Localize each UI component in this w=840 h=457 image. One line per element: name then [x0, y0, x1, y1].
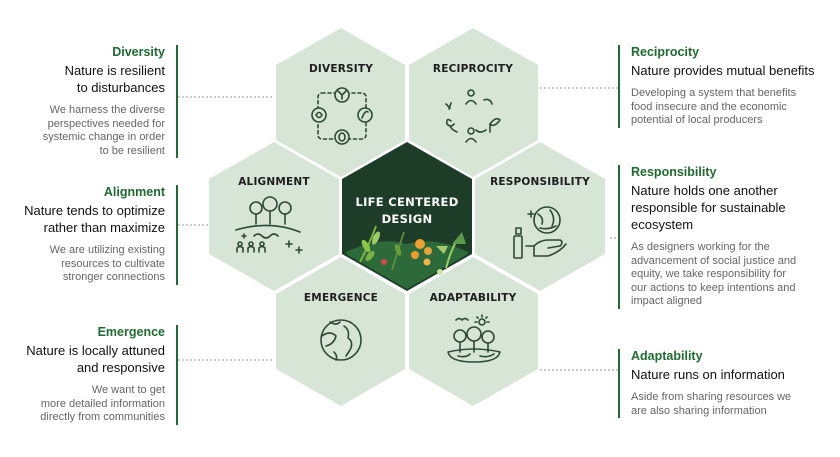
hex-label-emergence: EMERGENCE — [304, 292, 378, 304]
hexagon-adaptability — [409, 257, 538, 406]
principle-statement: Nature holds one another responsible for… — [631, 183, 786, 232]
principle-statement: Nature runs on information — [631, 367, 785, 382]
globe-face-icon — [320, 319, 362, 361]
hex-label-diversity: DIVERSITY — [309, 63, 373, 75]
principle-title: Reciprocity — [631, 45, 700, 59]
hex-label-responsibility: RESPONSIBILITY — [490, 176, 590, 188]
trees-people-icon — [235, 196, 303, 254]
principle-body: Developing a system that benefits food i… — [631, 87, 797, 126]
principle-title: Emergence — [97, 325, 165, 339]
principle-title: Responsibility — [631, 165, 717, 179]
principle-adaptability: Adaptability Nature runs on information … — [618, 349, 791, 418]
hex-label-adaptability: ADAPTABILITY — [430, 292, 517, 304]
principle-body: We are utilizing existing resources to c… — [49, 244, 165, 283]
principle-statement: Nature is resilient to disturbances — [64, 63, 165, 95]
principle-body: As designers working for the advancement… — [631, 241, 797, 307]
principle-alignment: Alignment Nature tends to optimize rathe… — [24, 185, 178, 285]
principle-body: We want to get more detailed information… — [40, 384, 165, 423]
center-title-line1: LIFE CENTERED — [355, 195, 458, 209]
principle-body: Aside from sharing resources we are also… — [631, 391, 792, 417]
principle-statement: Nature tends to optimize rather than max… — [24, 203, 165, 235]
center-title-line2: DESIGN — [382, 212, 433, 226]
principle-statement: Nature provides mutual benefits — [631, 63, 815, 78]
hand-globe-icon — [513, 206, 567, 259]
butterfly-leaf-cycle-icon — [311, 87, 373, 145]
principle-emergence: Emergence Nature is locally attuned and … — [26, 325, 178, 425]
principle-statement: Nature is locally attuned and responsive — [26, 343, 165, 375]
center-foliage-illustration — [346, 225, 468, 289]
principle-body: We harness the diverse perspectives need… — [42, 104, 165, 157]
principle-title: Adaptability — [631, 349, 703, 363]
hex-label-reciprocity: RECIPROCITY — [433, 63, 513, 75]
principle-diversity: Diversity Nature is resilient to disturb… — [43, 45, 178, 158]
principle-responsibility: Responsibility Nature holds one another … — [618, 165, 796, 309]
people-plant-exchange-icon — [445, 89, 501, 143]
principle-title: Diversity — [112, 45, 165, 59]
hexagon-emergence — [276, 257, 405, 406]
hexagon-reciprocity — [409, 28, 538, 177]
trees-sun-birds-icon — [447, 314, 501, 363]
principle-reciprocity: Reciprocity Nature provides mutual benef… — [618, 45, 815, 128]
hexagon-alignment — [209, 142, 339, 291]
principle-title: Alignment — [103, 185, 165, 199]
hex-label-alignment: ALIGNMENT — [238, 176, 310, 188]
